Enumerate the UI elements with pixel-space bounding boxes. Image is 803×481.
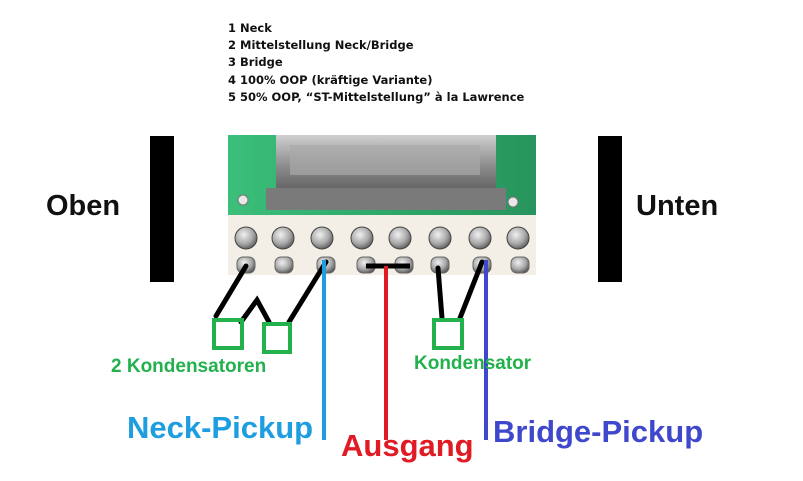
wire (286, 259, 329, 325)
capacitor-1 (212, 318, 244, 350)
bridge-pickup-label: Bridge-Pickup (493, 414, 704, 449)
legend-item: 2 Mittelstellung Neck/Bridge (228, 38, 414, 53)
solder-pin (350, 226, 374, 250)
capacitors-label: 2 Kondensatoren (111, 356, 267, 377)
solder-pin (468, 226, 492, 250)
switch-position-legend: 1 Neck 2 Mittelstellung Neck/Bridge 3 Br… (228, 20, 524, 106)
capacitor-3 (432, 318, 464, 350)
switch-lever-slot (290, 145, 480, 175)
solder-lug (274, 256, 294, 274)
side-label-top: Oben (46, 190, 121, 222)
right-marker-bar (598, 136, 622, 282)
legend-item: 4 100% OOP (kräftige Variante) (228, 72, 433, 87)
solder-pin (271, 226, 295, 250)
capacitor-label: Kondensator (414, 353, 532, 374)
solder-pin (234, 226, 258, 250)
neck-pickup-label: Neck-Pickup (127, 410, 314, 445)
legend-item: 1 Neck (228, 21, 272, 35)
pcb-hole-right (507, 196, 519, 208)
wire (435, 265, 445, 321)
solder-pin (428, 226, 452, 250)
capacitor-2 (262, 322, 292, 354)
solder-lug (510, 256, 530, 274)
right-capacitor-wires (435, 259, 485, 321)
legend-item: 3 Bridge (228, 55, 283, 70)
solder-pin (310, 226, 334, 250)
output-label: Ausgang (341, 428, 474, 463)
legend-item: 5 50% OOP, “ST-Mittelstellung” à la Lawr… (228, 89, 525, 104)
solder-pin (388, 226, 412, 250)
wire (213, 263, 249, 319)
switch-housing-front (266, 188, 506, 210)
left-capacitor-wires (213, 259, 329, 325)
switch-photo (228, 135, 536, 275)
left-marker-bar (150, 136, 174, 282)
solder-pin (506, 226, 530, 250)
wire (457, 259, 485, 321)
side-label-bottom: Unten (636, 190, 719, 222)
wire (238, 295, 272, 325)
pcb-hole-left (237, 194, 249, 206)
